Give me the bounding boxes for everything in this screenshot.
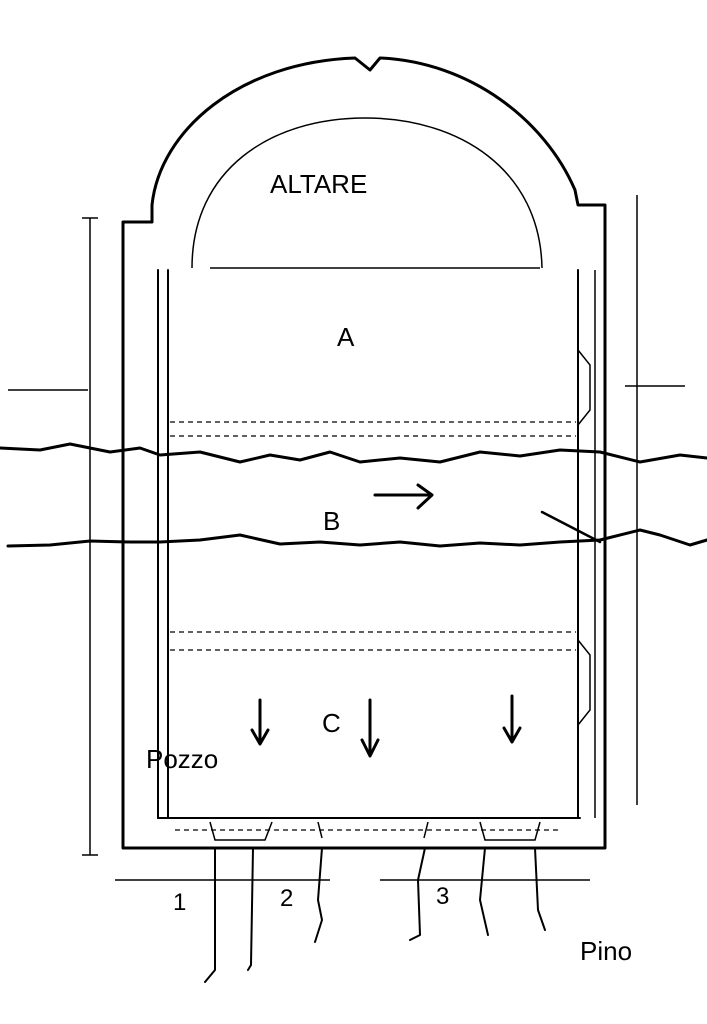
crack-line-lower bbox=[6, 528, 707, 548]
arrow-right-icon bbox=[373, 483, 434, 510]
arrow-down-icon bbox=[250, 694, 522, 758]
zone-b-label: B bbox=[323, 506, 340, 536]
tree-label: Pino bbox=[580, 936, 632, 966]
entrance-1-label: 1 bbox=[173, 889, 186, 916]
entrance-2-label: 2 bbox=[280, 885, 293, 912]
zone-c-label: C bbox=[322, 708, 341, 738]
section-divisions bbox=[170, 421, 576, 831]
altar-label: ALTARE bbox=[270, 169, 367, 199]
inner-walls bbox=[157, 269, 596, 819]
crack-diagonal bbox=[540, 510, 602, 544]
crack-line-upper bbox=[0, 442, 707, 464]
entrance-3-label: 3 bbox=[436, 883, 449, 910]
crack-lines-lower-wall bbox=[204, 847, 546, 983]
entrance-steps bbox=[209, 821, 541, 841]
outer-wall bbox=[121, 56, 607, 850]
zone-a-label: A bbox=[337, 322, 355, 352]
dimension-lines bbox=[8, 195, 685, 881]
well-label: Pozzo bbox=[146, 744, 218, 774]
apse-inner-arc bbox=[191, 117, 543, 269]
